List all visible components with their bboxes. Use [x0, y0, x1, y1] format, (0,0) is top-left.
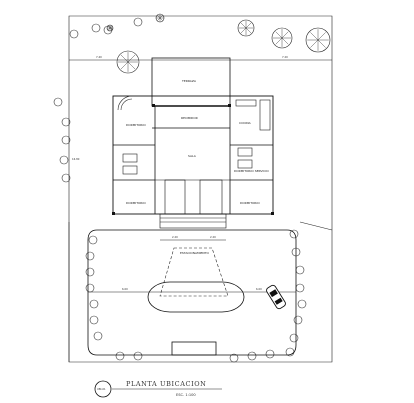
tree-icon: [116, 50, 140, 74]
shrub-icon: [133, 351, 143, 361]
dim-top-left: 7.40: [96, 55, 102, 59]
shrub-icon: [61, 173, 71, 183]
shrub-icon: [59, 155, 69, 165]
dim-mid-left: 2.20: [172, 235, 178, 239]
drawing-scale: ESC. 1:100: [176, 393, 196, 397]
tree-icon: [155, 13, 165, 23]
shrub-icon: [91, 23, 101, 33]
shrub-icon: [289, 333, 299, 343]
shrub-icon: [88, 235, 98, 245]
shrub-icon: [133, 17, 143, 27]
car-icon: [266, 284, 286, 310]
house-walls: [112, 57, 274, 229]
tree-icon: [237, 19, 255, 37]
dim-mid-right: 2.20: [210, 235, 216, 239]
shrub-icon: [61, 135, 71, 145]
dim-top-right: 7.20: [282, 55, 288, 59]
dim-left-side: 16.80: [72, 157, 80, 161]
label-terraza: TERRAZA: [181, 79, 197, 83]
dim-low-left: 6.00: [122, 287, 128, 291]
site-boundary: [68, 15, 333, 363]
shrub-icon: [265, 349, 275, 359]
shrub-icon: [53, 97, 63, 107]
shrub-icon: [295, 283, 305, 293]
shrub-icon: [229, 353, 239, 363]
sheet-tag: UBI-01: [97, 387, 106, 391]
tree-icon: [271, 27, 293, 49]
room-labels: TERRAZA RECIBIDOR DORMITORIO SALA COCINA…: [126, 79, 269, 255]
label-sala: SALA: [188, 154, 197, 158]
shrub-icon: [93, 331, 103, 341]
drawing-title: PLANTA UBICACION: [126, 380, 206, 388]
dimension-labels: 7.40 7.20 16.80 2.20 2.20 6.00 6.00: [72, 55, 288, 291]
title-block: UBI-01 PLANTA UBICACION ESC. 1:100: [94, 380, 222, 398]
shrub-icon: [85, 267, 95, 277]
shrub-icon: [289, 229, 299, 239]
shrub-icon: [89, 299, 99, 309]
shrub-icon: [247, 351, 257, 361]
label-cocina: COCINA: [239, 121, 252, 125]
shrub-icon: [293, 315, 303, 325]
shrub-icon: [297, 299, 307, 309]
shrub-icon: [69, 29, 79, 39]
label-estacionamiento: ESTACIONAMIENTO: [180, 251, 209, 255]
tree-icon: [305, 27, 331, 53]
shrub-icon: [85, 251, 95, 261]
shrub-icon: [89, 315, 99, 325]
dim-low-right: 6.00: [256, 287, 262, 291]
label-dormitorio-3: DORMITORIO: [240, 201, 260, 205]
label-recibidor: RECIBIDOR: [181, 116, 198, 120]
shrub-icon: [295, 265, 305, 275]
shrub-icon: [85, 283, 95, 293]
landscape-trees: [53, 13, 331, 363]
label-dormitorio-servicio: DORMITORIO SERVICIO: [234, 169, 269, 173]
shrub-icon: [115, 351, 125, 361]
label-dormitorio-2: DORMITORIO: [126, 201, 146, 205]
driveway: [87, 229, 297, 356]
shrub-icon: [61, 117, 71, 127]
shrub-icon: [103, 25, 113, 35]
label-dormitorio-1: DORMITORIO: [126, 123, 146, 127]
